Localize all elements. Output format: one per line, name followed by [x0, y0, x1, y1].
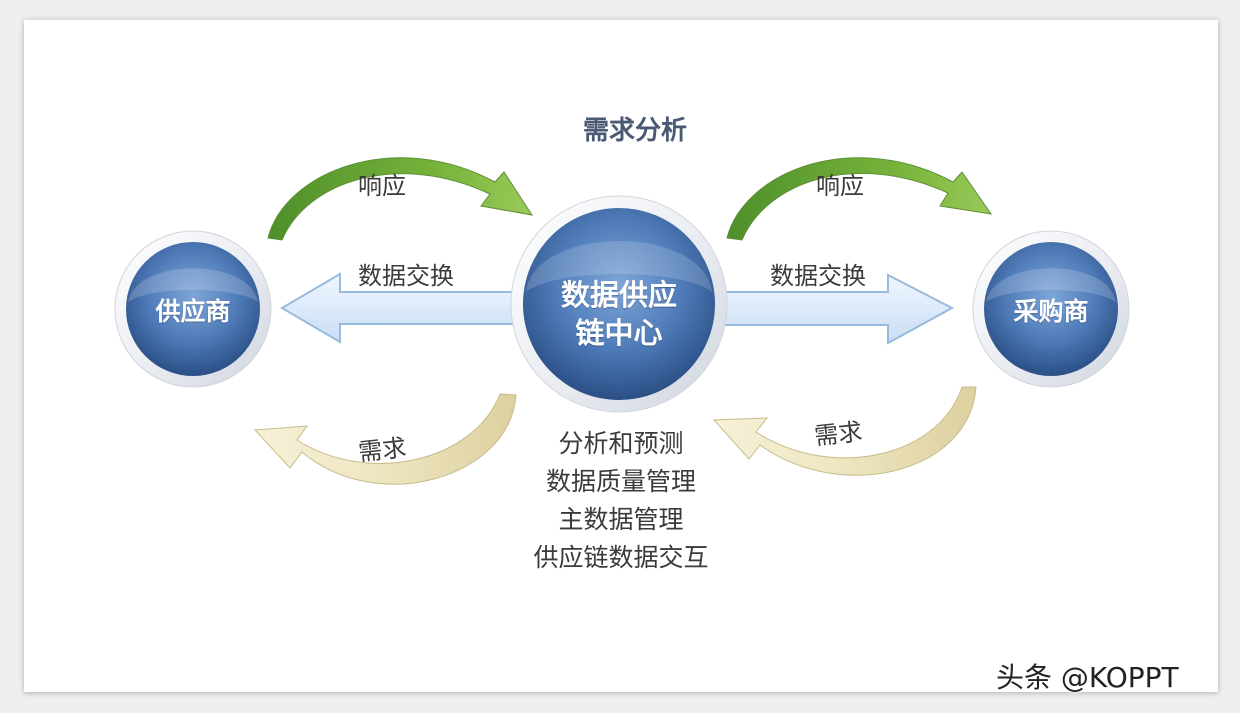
- function-list: 分析和预测 数据质量管理 主数据管理 供应链数据交互: [506, 425, 736, 577]
- supplier-circle: [126, 242, 260, 376]
- right-response-label: 响应: [816, 172, 864, 200]
- function-item: 主数据管理: [558, 505, 684, 534]
- center-circle: [523, 208, 715, 400]
- left-demand-label: 需求: [356, 433, 408, 467]
- center-highlight: [526, 241, 712, 292]
- buyer-circle: [984, 242, 1118, 376]
- function-item: 数据质量管理: [545, 467, 696, 496]
- supplier-highlight: [128, 268, 258, 302]
- function-item: 分析和预测: [558, 429, 684, 458]
- right-demand-arrow: [712, 386, 977, 476]
- diagram-title: 需求分析: [582, 116, 687, 146]
- buyer-label: 采购商: [1013, 297, 1089, 326]
- left-demand-arrow: [253, 393, 517, 485]
- center-label: 数据供应 链中心: [524, 276, 714, 352]
- right-exchange-arrow: [723, 273, 955, 345]
- function-item: 供应链数据交互: [533, 543, 709, 572]
- buyer-highlight: [986, 268, 1116, 302]
- right-response-arrow: [726, 157, 993, 241]
- left-response-label: 响应: [358, 172, 406, 200]
- left-response-arrow: [267, 157, 534, 241]
- supplier-label: 供应商: [155, 297, 231, 326]
- center-label-line2: 链中心: [575, 316, 663, 350]
- watermark: 头条 @KOPPT: [996, 661, 1179, 694]
- center-label-line1: 数据供应: [560, 278, 677, 312]
- right-exchange-label: 数据交换: [770, 262, 866, 290]
- right-demand-label: 需求: [812, 417, 864, 451]
- left-exchange-label: 数据交换: [358, 262, 454, 290]
